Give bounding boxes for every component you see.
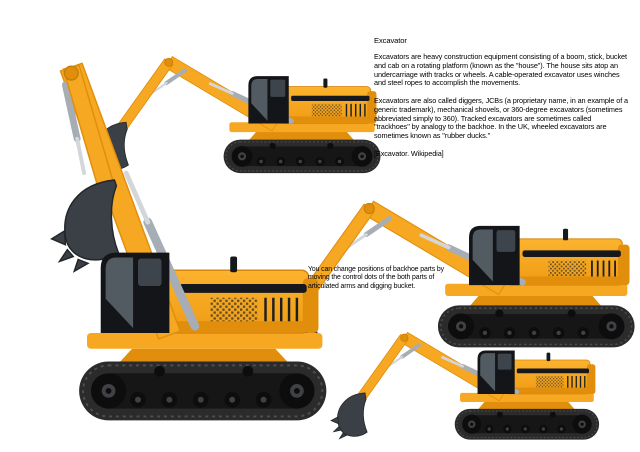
article-paragraph: Excavators are heavy construction equipm…	[374, 52, 627, 88]
excavator-clipart-bottom[interactable]	[330, 308, 606, 446]
description-text: Excavator Excavators are heavy construct…	[374, 36, 628, 168]
article-citation: [Excavator. Wikipedia]	[374, 148, 444, 158]
article-paragraph: Excavators are also called diggers, JCBs…	[374, 96, 629, 141]
article-title: Excavator	[374, 36, 407, 45]
hint-note: You can change positions of backhoe part…	[308, 266, 444, 290]
excavator-clipart-large[interactable]	[22, 26, 356, 438]
